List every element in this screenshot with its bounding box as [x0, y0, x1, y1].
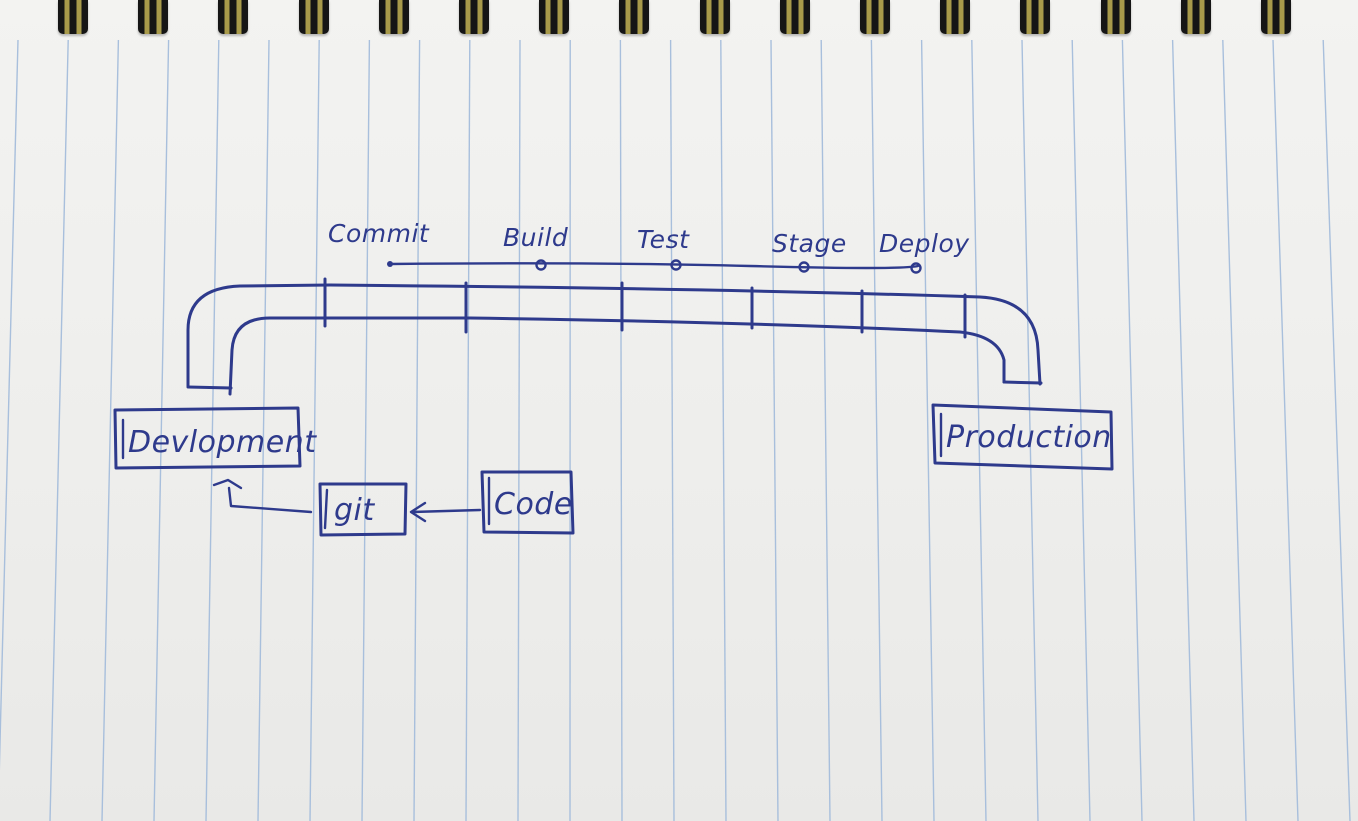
- ruled-line: [517, 39, 521, 821]
- stage-point-build: [535, 259, 547, 271]
- production-node: Production: [931, 403, 1114, 471]
- stage-timeline: [388, 262, 920, 270]
- ruled-line: [1171, 39, 1195, 821]
- stage-point-commit: [387, 261, 393, 267]
- code-node: Code: [480, 470, 575, 535]
- stage-point-test: [670, 259, 682, 271]
- ruled-line: [309, 39, 320, 821]
- stage-label-stage: Stage: [772, 229, 847, 258]
- ruled-line: [971, 39, 987, 821]
- ruled-line: [257, 39, 270, 821]
- development-label: Devlopment: [128, 425, 317, 460]
- ruled-line: [413, 39, 421, 821]
- stage-label-deploy: Deploy: [879, 229, 970, 258]
- spiral-ring: [539, 0, 570, 34]
- pipe-inner: [228, 316, 1006, 396]
- ruled-line: [1272, 39, 1299, 821]
- ruled-line: [1121, 39, 1143, 821]
- ruled-line: [920, 39, 935, 821]
- spiral-ring: [459, 0, 489, 34]
- ruled-line: [205, 39, 220, 821]
- stage-label-build: Build: [503, 223, 568, 252]
- ruled-line: [720, 39, 727, 821]
- spiral-ring: [58, 0, 88, 34]
- spiral-ring: [940, 0, 971, 34]
- ruled-line: [619, 39, 623, 821]
- pipe-left-cap: [186, 385, 233, 390]
- spiral-ring: [860, 0, 890, 34]
- stage-point-stage: [798, 261, 810, 273]
- ruled-line: [770, 39, 779, 821]
- arrow-code-to-git: [409, 501, 482, 523]
- ruled-line: [820, 39, 831, 821]
- spiral-ring: [1100, 0, 1131, 34]
- ruled-line: [0, 39, 19, 771]
- git-label: git: [334, 493, 375, 528]
- stage-label-test: Test: [637, 225, 690, 254]
- ruled-line: [153, 39, 170, 821]
- spiral-ring: [218, 0, 249, 34]
- spiral-ring: [138, 0, 169, 34]
- git-node: git: [318, 482, 408, 537]
- spiral-ring: [378, 0, 409, 34]
- pipe-outer: [186, 283, 1042, 388]
- ruled-line: [669, 39, 675, 821]
- spiral-ring: [779, 0, 810, 34]
- development-node: Devlopment: [113, 406, 317, 470]
- spiral-ring: [699, 0, 730, 34]
- ruled-line: [1071, 39, 1091, 821]
- spiral-ring: [1020, 0, 1051, 34]
- ruled-line: [465, 39, 471, 821]
- spiral-ring: [619, 0, 650, 34]
- pipe-right-cap: [1002, 380, 1043, 385]
- arrow-git-to-development: [212, 478, 313, 514]
- spiral-ring: [1180, 0, 1211, 34]
- ruled-line: [49, 39, 69, 821]
- ruled-line: [870, 39, 883, 821]
- spiral-ring: [1261, 0, 1291, 34]
- production-label: Production: [946, 420, 1112, 455]
- ruled-line: [1021, 39, 1039, 821]
- stage-label-commit: Commit: [328, 219, 430, 248]
- stage-point-deploy: [910, 262, 922, 274]
- code-label: Code: [494, 487, 573, 522]
- ruled-line: [361, 39, 371, 821]
- ruled-line: [101, 39, 120, 821]
- spiral-ring: [298, 0, 329, 34]
- ruled-line: [1222, 39, 1247, 821]
- ruled-line: [1322, 39, 1351, 821]
